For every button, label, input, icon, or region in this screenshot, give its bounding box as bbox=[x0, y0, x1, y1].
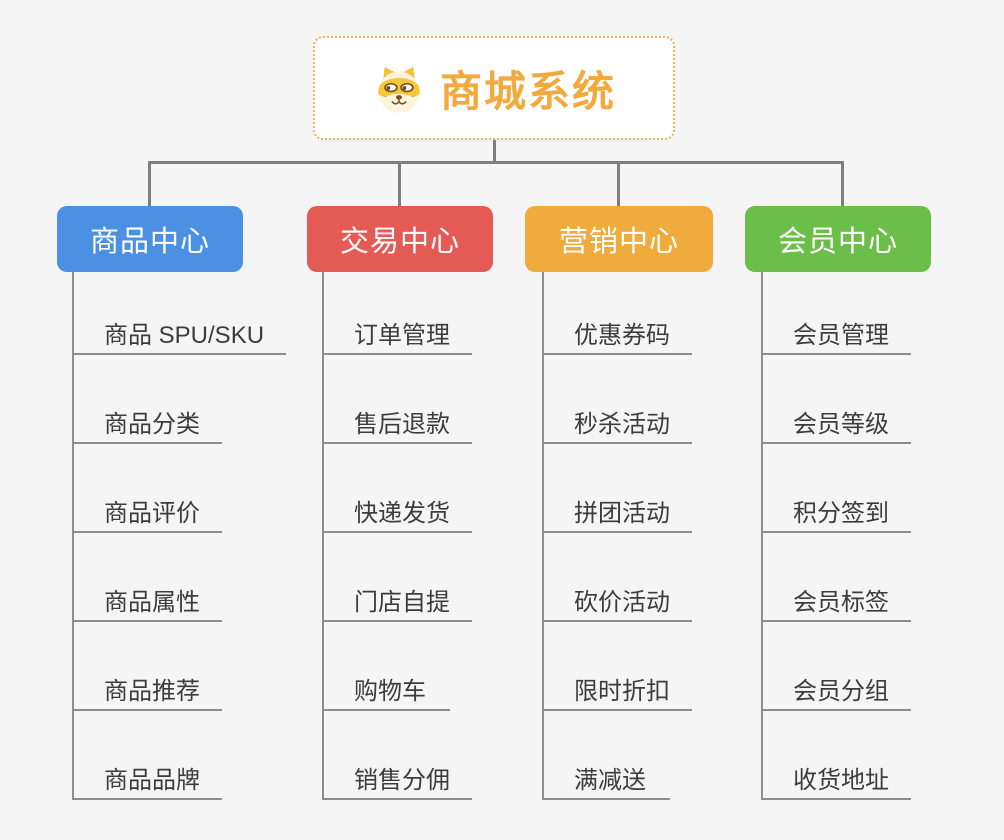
child-node[interactable]: 商品品牌 bbox=[72, 711, 222, 800]
branch-node-marketing-center[interactable]: 营销中心 bbox=[525, 206, 713, 272]
child-node-label: 门店自提 bbox=[354, 589, 450, 616]
connector-drop-trade bbox=[398, 161, 401, 206]
connector-drop-product bbox=[148, 161, 151, 206]
child-node[interactable]: 门店自提 bbox=[322, 533, 472, 622]
child-node-label: 秒杀活动 bbox=[574, 411, 670, 438]
trunk-marketing bbox=[542, 272, 544, 800]
child-node[interactable]: 砍价活动 bbox=[542, 533, 692, 622]
connector-bus bbox=[149, 161, 844, 164]
child-node[interactable]: 满减送 bbox=[542, 711, 670, 800]
child-node[interactable]: 购物车 bbox=[322, 622, 450, 711]
branch-children-trade: 订单管理 售后退款 快递发货 门店自提 购物车 销售分佣 bbox=[322, 266, 472, 800]
child-node[interactable]: 会员管理 bbox=[761, 266, 911, 355]
child-node-label: 满减送 bbox=[574, 767, 646, 794]
child-node[interactable]: 商品 SPU/SKU bbox=[72, 266, 287, 355]
child-node-label: 商品品牌 bbox=[104, 767, 200, 794]
trunk-trade bbox=[322, 272, 324, 800]
child-node-label: 购物车 bbox=[354, 678, 426, 705]
child-node-label: 会员等级 bbox=[793, 411, 889, 438]
child-node-label: 订单管理 bbox=[354, 322, 450, 349]
trunk-member bbox=[761, 272, 763, 800]
child-node-label: 砍价活动 bbox=[574, 589, 670, 616]
child-node-label: 会员分组 bbox=[793, 678, 889, 705]
child-node[interactable]: 快递发货 bbox=[322, 444, 472, 533]
doge-icon bbox=[378, 66, 420, 113]
child-node[interactable]: 订单管理 bbox=[322, 266, 472, 355]
connector-root-stub bbox=[493, 140, 496, 162]
child-node[interactable]: 商品属性 bbox=[72, 533, 222, 622]
child-node[interactable]: 限时折扣 bbox=[542, 622, 692, 711]
child-node-label: 商品评价 bbox=[104, 500, 200, 527]
child-node[interactable]: 收货地址 bbox=[761, 711, 911, 800]
child-node[interactable]: 商品评价 bbox=[72, 444, 222, 533]
root-title: 商城系统 bbox=[439, 67, 616, 115]
child-node-label: 销售分佣 bbox=[354, 767, 450, 794]
child-node-label: 商品 SPU/SKU bbox=[104, 322, 265, 349]
branch-children-member: 会员管理 会员等级 积分签到 会员标签 会员分组 收货地址 bbox=[761, 266, 911, 800]
child-node-label: 会员管理 bbox=[793, 322, 889, 349]
child-node[interactable]: 积分签到 bbox=[761, 444, 911, 533]
trunk-product bbox=[72, 272, 74, 800]
child-node-label: 商品属性 bbox=[104, 589, 200, 616]
child-node[interactable]: 秒杀活动 bbox=[542, 355, 692, 444]
child-node-label: 优惠券码 bbox=[574, 322, 670, 349]
child-node[interactable]: 销售分佣 bbox=[322, 711, 472, 800]
branch-node-trade-center[interactable]: 交易中心 bbox=[307, 206, 493, 272]
child-node-label: 收货地址 bbox=[793, 767, 889, 794]
child-node[interactable]: 拼团活动 bbox=[542, 444, 692, 533]
child-node-label: 商品分类 bbox=[104, 411, 200, 438]
connector-drop-marketing bbox=[617, 161, 620, 206]
child-node-label: 商品推荐 bbox=[104, 678, 200, 705]
child-node[interactable]: 优惠券码 bbox=[542, 266, 692, 355]
child-node-label: 会员标签 bbox=[793, 589, 889, 616]
child-node[interactable]: 会员分组 bbox=[761, 622, 911, 711]
child-node[interactable]: 会员标签 bbox=[761, 533, 911, 622]
connector-drop-member bbox=[841, 161, 844, 206]
child-node-label: 拼团活动 bbox=[574, 500, 670, 527]
branch-children-product: 商品 SPU/SKU 商品分类 商品评价 商品属性 商品推荐 商品品牌 bbox=[72, 266, 287, 800]
branch-children-marketing: 优惠券码 秒杀活动 拼团活动 砍价活动 限时折扣 满减送 bbox=[542, 266, 692, 800]
child-node[interactable]: 会员等级 bbox=[761, 355, 911, 444]
child-node[interactable]: 商品推荐 bbox=[72, 622, 222, 711]
child-node[interactable]: 商品分类 bbox=[72, 355, 222, 444]
child-node[interactable]: 售后退款 bbox=[322, 355, 472, 444]
branch-node-member-center[interactable]: 会员中心 bbox=[745, 206, 931, 272]
child-node-label: 快递发货 bbox=[354, 500, 450, 527]
child-node-label: 售后退款 bbox=[354, 411, 450, 438]
root-node[interactable]: 商城系统 bbox=[313, 36, 675, 140]
branch-node-product-center[interactable]: 商品中心 bbox=[57, 206, 243, 272]
child-node-label: 积分签到 bbox=[793, 500, 889, 527]
child-node-label: 限时折扣 bbox=[574, 678, 670, 705]
